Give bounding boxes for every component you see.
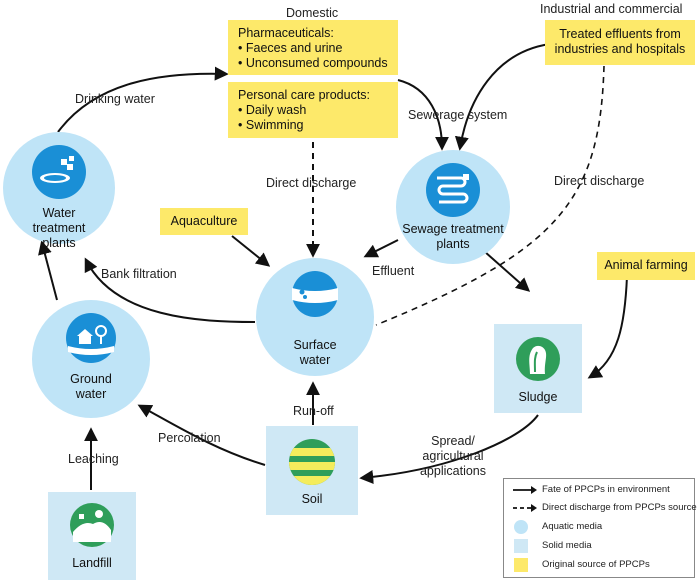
solid-swatch-icon <box>514 539 528 553</box>
water-treatment-label: Water treatment plants <box>32 206 86 250</box>
node-water-treatment-plants: Water treatment plants <box>3 132 115 250</box>
legend: Fate of PPCPs in environment Direct disc… <box>503 478 697 578</box>
node-sewage-treatment-plants: Sewage treatment plants <box>396 150 510 264</box>
source-animal-farming: Animal farming <box>597 252 695 280</box>
solid-arrow-icon <box>513 486 537 494</box>
arrow-animal-farming <box>587 275 628 379</box>
surface-water-icon <box>292 271 338 317</box>
water-treatment-icon <box>32 145 86 199</box>
source-swatch-icon <box>514 558 528 572</box>
soil-label: Soil <box>301 492 323 506</box>
source-aquaculture: Aquaculture <box>160 208 248 235</box>
arrow-ground-water-treatment <box>38 240 58 301</box>
node-landfill: Landfill <box>48 492 136 580</box>
arrow-effluent <box>363 239 399 258</box>
arrow-percolation <box>137 404 266 466</box>
dashed-arrow-icon <box>513 504 537 512</box>
node-surface-water: Surface water <box>256 258 374 376</box>
animal-farming-text: Animal farming <box>604 258 688 272</box>
flow-drinking-water: Drinking water <box>75 92 155 106</box>
flow-bank-filtration: Bank filtration <box>101 267 177 281</box>
aquaculture-text: Aquaculture <box>170 214 238 228</box>
arrow-aquaculture <box>231 235 271 267</box>
legend-aquatic-text: Aquatic media <box>542 521 603 532</box>
flow-direct-discharge-industrial: Direct discharge <box>554 174 645 188</box>
flow-run-off: Run-off <box>293 404 334 418</box>
arrow-bank-filtration <box>84 257 256 323</box>
pharmaceuticals-item: Faeces and urine <box>238 41 398 56</box>
arrow-spread <box>359 414 539 484</box>
treated-effluents-text: Treated effluents from industries and ho… <box>554 27 686 56</box>
legend-direct-text: Direct discharge from PPCPs source <box>542 502 697 513</box>
node-sludge: Sludge <box>494 324 582 413</box>
legend-solid-text: Solid media <box>542 540 592 551</box>
group-domestic: Domestic <box>286 6 339 20</box>
source-treated-effluents: Treated effluents from industries and ho… <box>545 20 695 65</box>
node-ground-water: Ground water <box>32 300 150 418</box>
source-pharmaceuticals: Pharmaceuticals: Faeces and urine Uncons… <box>228 20 398 75</box>
personal-care-item: Daily wash <box>238 103 398 118</box>
arrow-industrial-sewerage <box>454 43 551 151</box>
flow-leaching: Leaching <box>68 452 119 466</box>
legend-fate-text: Fate of PPCPs in environment <box>542 484 670 495</box>
flow-spread: Spread/ agricultural applications <box>419 434 486 478</box>
arrow-drinking-water <box>57 66 229 133</box>
flow-direct-discharge-domestic: Direct discharge <box>266 176 357 190</box>
personal-care-item: Swimming <box>238 118 398 133</box>
landfill-icon <box>70 503 114 547</box>
personal-care-title: Personal care products: <box>238 88 371 102</box>
source-personal-care: Personal care products: Daily wash Swimm… <box>228 82 398 138</box>
arrow-industrial-direct-discharge <box>375 65 605 326</box>
sludge-label: Sludge <box>518 390 558 404</box>
pharmaceuticals-item: Unconsumed compounds <box>238 56 398 71</box>
group-industrial: Industrial and commercial <box>540 2 683 16</box>
flow-effluent: Effluent <box>372 264 415 278</box>
ground-water-label: Ground water <box>70 372 112 401</box>
flow-sewerage-system: Sewerage system <box>408 108 508 122</box>
ground-water-icon <box>66 313 116 363</box>
surface-water-label: Surface water <box>293 338 337 367</box>
pharmaceuticals-title: Pharmaceuticals: <box>238 26 334 40</box>
sewage-treatment-label: Sewage treatment plants <box>402 222 504 251</box>
flow-percolation: Percolation <box>158 431 221 445</box>
sludge-icon <box>516 337 560 381</box>
arrow-domestic-sewerage <box>397 79 449 151</box>
aquatic-swatch-icon <box>514 520 528 534</box>
legend-original-text: Original source of PPCPs <box>542 559 650 570</box>
landfill-label: Landfill <box>72 556 112 570</box>
node-soil: Soil <box>266 426 358 515</box>
sewage-treatment-icon <box>426 163 480 217</box>
soil-icon <box>289 439 335 485</box>
